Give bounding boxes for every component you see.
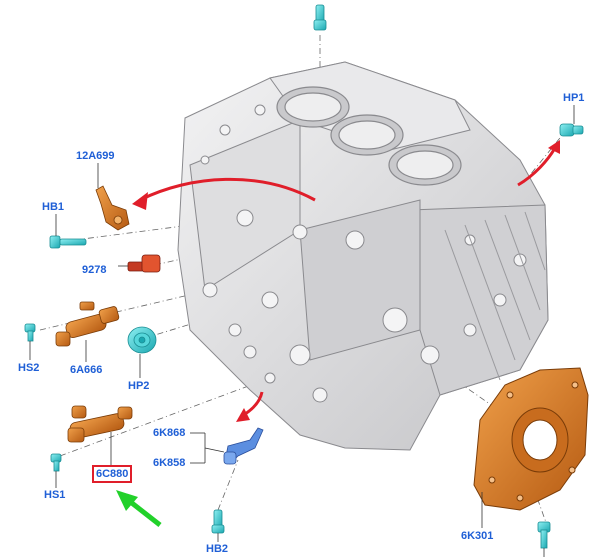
red-arrow-up-right: [517, 147, 557, 187]
label-hb1: HB1: [42, 201, 65, 213]
bolt-hb1: [49, 235, 87, 249]
bolt-top: [313, 4, 327, 31]
label-6k858: 6K858: [153, 457, 186, 469]
arrow-heads: [132, 140, 560, 422]
sensor-9278: [127, 254, 161, 273]
sensor-6c880: [67, 405, 133, 443]
label-hs2: HS2: [18, 362, 40, 374]
bolt-bottom-right: [537, 521, 551, 549]
screw-hs2: [24, 323, 36, 342]
label-6k301: 6K301: [461, 530, 494, 542]
label-6k868: 6K868: [153, 427, 186, 439]
block-details: [200, 104, 527, 403]
plug-hp1: [559, 123, 584, 137]
label-6a666: 6A666: [70, 364, 103, 376]
engine-block: [177, 61, 549, 451]
red-arrow-left: [139, 177, 316, 202]
label-hb2: HB2: [206, 543, 229, 555]
label-9278: 9278: [82, 264, 107, 276]
label-hp1: HP1: [563, 92, 585, 104]
label-leaders: [29, 105, 575, 557]
label-12a699: 12A699: [76, 150, 115, 162]
bracket-6k868: [223, 427, 264, 465]
label-hp2: HP2: [128, 380, 150, 392]
green-pointer-arrow: [116, 490, 162, 527]
bolt-hb2: [211, 509, 225, 534]
sensor-6a666: [55, 301, 120, 347]
screw-hs1: [50, 453, 62, 472]
plug-hp2: [127, 326, 157, 354]
block-ribs: [444, 211, 546, 381]
label-hs1: HS1: [44, 489, 66, 501]
cylinder-bores: [276, 86, 462, 186]
sensor-bracket-12a699: [95, 185, 130, 231]
seal-carrier-6k301: [473, 367, 589, 511]
label-6c880-highlighted: 6C880: [92, 465, 133, 483]
